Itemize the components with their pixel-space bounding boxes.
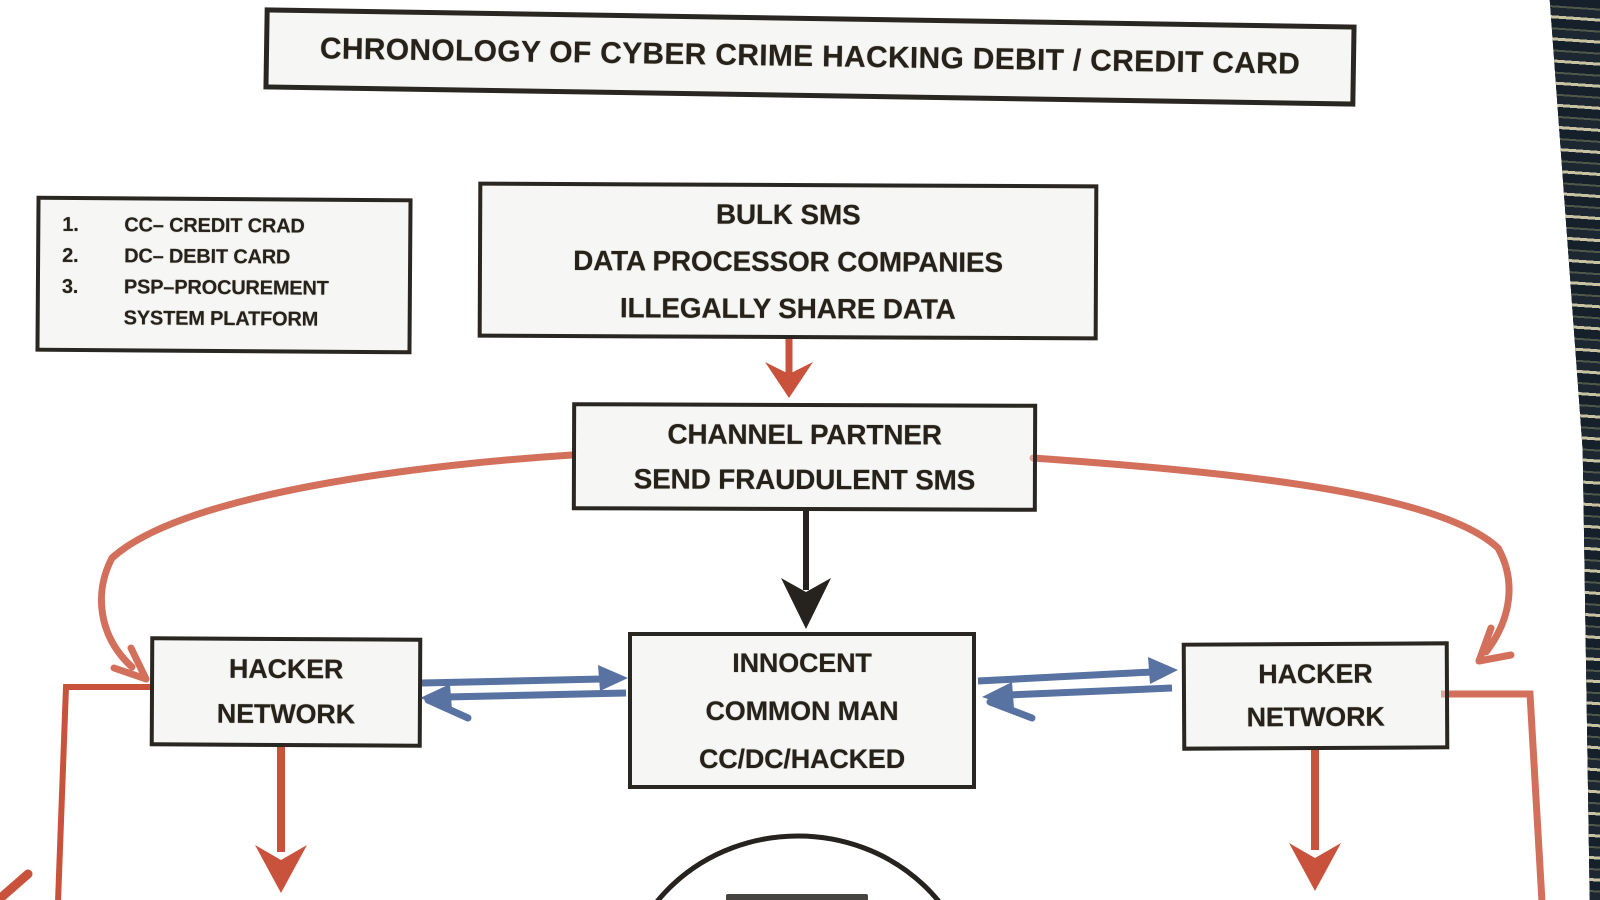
box-line: ILLEGALLY SHARE DATA <box>619 291 956 325</box>
legend-text: CC– CREDIT CRAD <box>124 214 305 238</box>
box-line: BULK SMS <box>715 198 861 230</box>
box-line: SEND FRAUDULENT SMS <box>633 463 976 496</box>
red-curve-channel-to-left-hacker <box>98 451 576 683</box>
red-arrow-right-hacker-down <box>1289 748 1341 891</box>
cutoff-text-hint <box>726 894 868 900</box>
red-arrow-bulk-to-channel <box>765 336 813 398</box>
legend-num: 2. <box>62 244 79 267</box>
legend-item: 2. DC– DEBIT CARD <box>40 241 408 275</box>
box-line: INNOCENT <box>732 647 872 678</box>
box-line: COMMON MAN <box>705 695 899 726</box>
channel-partner-box: CHANNEL PARTNER SEND FRAUDULENT SMS <box>571 402 1038 512</box>
box-line: DATA PROCESSOR COMPANIES <box>573 244 1003 278</box>
red-corner-stroke <box>0 869 33 900</box>
bulk-sms-box: BULK SMS DATA PROCESSOR COMPANIES ILLEGA… <box>477 181 1099 341</box>
legend-box: 1. CC– CREDIT CRAD 2. DC– DEBIT CARD 3. … <box>35 195 413 355</box>
black-arrow-channel-to-innocent <box>781 509 831 629</box>
title-box: CHRONOLOGY OF CYBER CRIME HACKING DEBIT … <box>263 7 1357 107</box>
legend-text: DC– DEBIT CARD <box>124 245 291 269</box>
hacker-network-right-box: HACKER NETWORK <box>1181 641 1450 751</box>
hacker-network-left-box: HACKER NETWORK <box>149 636 423 748</box>
box-line: CC/DC/HACKED <box>698 743 906 774</box>
bottom-circle-partial <box>655 833 941 900</box>
legend-text: PSP–PROCUREMENT <box>123 276 329 300</box>
box-line: NETWORK <box>1246 701 1385 733</box>
innocent-common-man-box: INNOCENT COMMON MAN CC/DC/HACKED <box>628 632 976 789</box>
legend-num: 3. <box>61 275 79 298</box>
box-line: CHANNEL PARTNER <box>667 418 942 451</box>
box-line: HACKER <box>1258 658 1373 690</box>
legend-item: 3. PSP–PROCUREMENT <box>40 272 408 306</box>
red-curve-channel-to-right-hacker <box>1029 454 1515 665</box>
blue-double-arrow-right <box>977 657 1178 722</box>
legend-item: 1. CC– CREDIT CRAD <box>40 210 408 244</box>
legend-num: 1. <box>62 213 79 236</box>
red-arrow-left-hacker-down <box>255 745 307 893</box>
box-line: HACKER <box>228 653 344 685</box>
red-elbow-right <box>1441 690 1546 900</box>
legend-text-continued: SYSTEM PLATFORM <box>123 307 319 331</box>
box-line: NETWORK <box>216 698 356 730</box>
page-title: CHRONOLOGY OF CYBER CRIME HACKING DEBIT … <box>319 32 1301 81</box>
red-elbow-left <box>55 684 150 900</box>
blue-double-arrow-left <box>420 665 628 722</box>
